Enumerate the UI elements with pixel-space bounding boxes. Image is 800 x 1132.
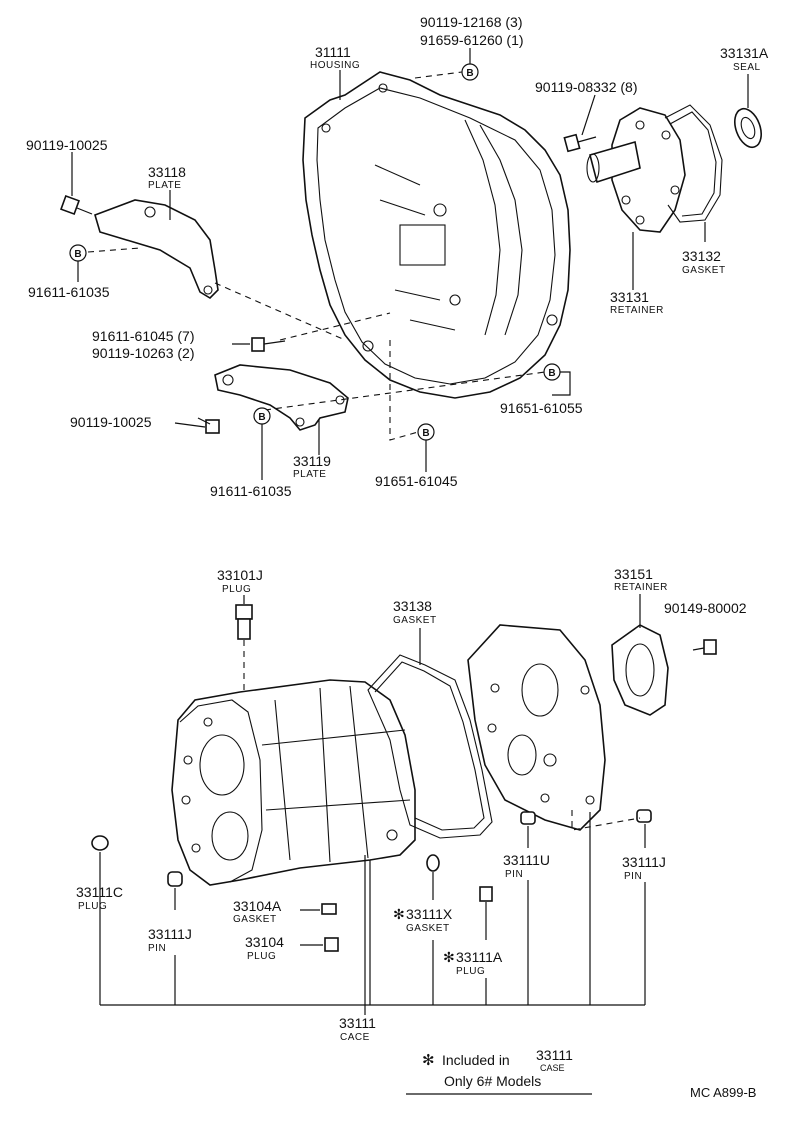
plug-c-name: PLUG [78, 901, 107, 912]
figure-code: MC A899-B [690, 1085, 756, 1100]
gasket-right-name: GASKET [682, 265, 726, 276]
bolt-left-lower-number: 90119-10025 [70, 414, 152, 430]
labels: 31111 HOUSING 90119-12168 (3) 91659-6126… [26, 14, 769, 1100]
plate-lower-drawing [214, 364, 349, 431]
housing-number: 31111 [315, 44, 351, 60]
gasket-x-number: 33111X [406, 906, 453, 922]
gasket-mid-number: 33138 [393, 598, 432, 614]
plate-top-drawing [94, 199, 219, 300]
case-name: CACE [340, 1032, 370, 1043]
svg-text:B: B [466, 68, 473, 79]
gasket-104a-name: GASKET [233, 914, 277, 925]
retainer-right-drawing [611, 624, 669, 716]
b-marker-3: B [543, 363, 561, 381]
retainer-top-drawing [586, 107, 686, 233]
gasket-mid-name: GASKET [393, 615, 437, 626]
plug-top-number: 33101J [217, 567, 263, 583]
bolt-left-drawing [60, 195, 93, 215]
note-number: 33111 [536, 1047, 573, 1063]
retainer-right-name: RETAINER [614, 582, 668, 593]
seal-drawing [734, 107, 762, 149]
bolt-left-lower-drawing [197, 417, 220, 434]
plug-104-name: PLUG [247, 951, 276, 962]
bolt-top-2-number: 91659-61260 (1) [420, 32, 524, 48]
bolt-mid-2-number: 90119-10263 (2) [92, 345, 194, 361]
bolt-right-number: 90149-80002 [664, 600, 747, 616]
note-star: ✻ [422, 1052, 435, 1069]
plate-lower-number: 33119 [293, 453, 331, 469]
pin-j-right-name: PIN [624, 871, 642, 882]
note-prefix: Included in [442, 1052, 510, 1068]
bolt-retainer-number: 90119-08332 (8) [535, 79, 637, 95]
pin-u-number: 33111U [503, 852, 550, 868]
stud-lower-left-number: 91611-61035 [210, 483, 292, 499]
bolt-left-number: 90119-10025 [26, 137, 108, 153]
stud-lower-mid-number: 91651-61045 [375, 473, 458, 489]
housing-drawing [302, 71, 571, 399]
stud-left-number: 91611-61035 [28, 284, 110, 300]
gasket-104a-number: 33104A [233, 898, 282, 914]
retainer-right-number: 33151 [614, 566, 653, 582]
bottom-leader-lines [99, 594, 646, 1015]
case-drawing [171, 679, 416, 886]
note-name: CASE [540, 1063, 565, 1073]
pin-u-name: PIN [505, 869, 523, 880]
gasket-right-drawing [664, 104, 723, 223]
housing-name: HOUSING [310, 60, 360, 71]
pin-j-left-number: 33111J [148, 926, 192, 942]
adapter-drawing [467, 624, 606, 831]
bolt-mid-drawing [251, 337, 286, 352]
note-line2: Only 6# Models [444, 1073, 541, 1089]
seal-name: SEAL [733, 62, 761, 73]
gasket-x-name: GASKET [406, 923, 450, 934]
seal-number: 33131A [720, 45, 769, 61]
gasket-mid-drawing [367, 654, 493, 839]
small-parts [91, 809, 652, 952]
gasket-x-star: ✻ [393, 906, 405, 922]
b-marker-5: B [417, 423, 435, 441]
gasket-right-number: 33132 [682, 248, 721, 264]
retainer-top-name: RETAINER [610, 305, 664, 316]
bolt-right-drawing [692, 639, 717, 655]
bolt-top-1-number: 90119-12168 (3) [420, 14, 522, 30]
plug-top-name: PLUG [222, 584, 251, 595]
pin-j-right-number: 33111J [622, 854, 666, 870]
plug-c-number: 33111C [76, 884, 123, 900]
b-marker-2: B [69, 244, 87, 262]
top-dashed-lines [87, 71, 546, 441]
b-marker-1: B [461, 63, 479, 81]
plate-top-number: 33118 [148, 164, 186, 180]
svg-text:B: B [548, 368, 555, 379]
bolt-mid-1-number: 91611-61045 (7) [92, 328, 194, 344]
svg-text:B: B [258, 412, 265, 423]
top-leader-lines [71, 48, 749, 480]
plug-a-name: PLUG [456, 966, 485, 977]
case-number: 33111 [339, 1015, 376, 1031]
retainer-top-number: 33131 [610, 289, 649, 305]
plug-a-number: 33111A [456, 949, 503, 965]
stud-right-number: 91651-61055 [500, 400, 583, 416]
plug-a-star: ✻ [443, 949, 455, 965]
plate-lower-name: PLATE [293, 469, 326, 480]
plate-top-name: PLATE [148, 180, 181, 191]
pin-j-left-name: PIN [148, 943, 166, 954]
plug-104-number: 33104 [245, 934, 284, 950]
bolt-retainer-drawing [563, 133, 597, 153]
b-marker-4: B [253, 407, 271, 425]
svg-text:B: B [422, 428, 429, 439]
plug-top-drawing [235, 604, 253, 695]
svg-text:B: B [74, 249, 81, 260]
